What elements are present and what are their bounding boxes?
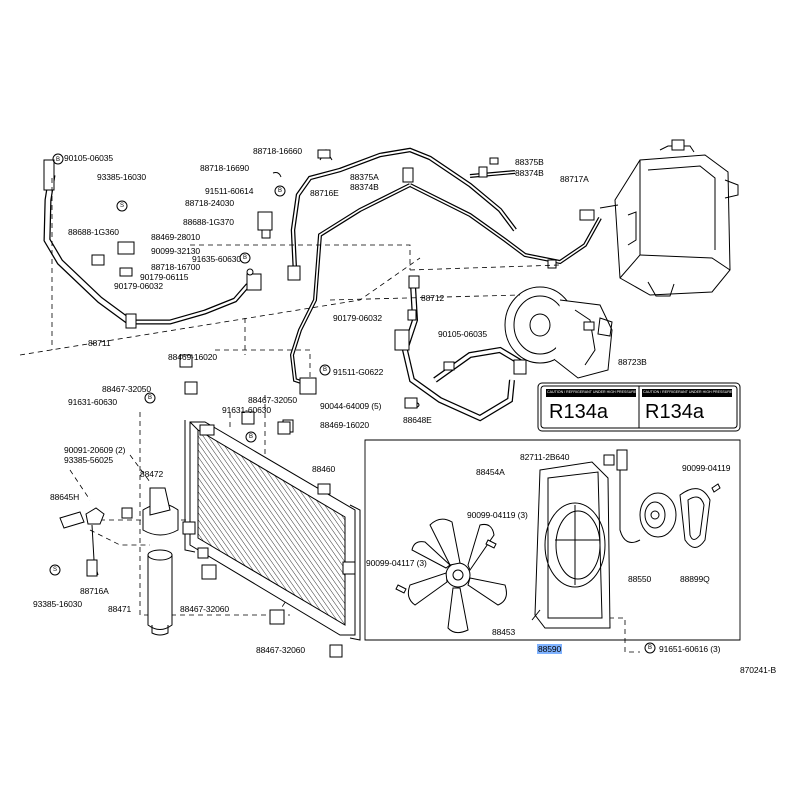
part-label: 91511-60614: [205, 186, 254, 196]
part-label: 88467-32050: [102, 384, 152, 394]
part-label: 88550: [628, 574, 652, 584]
part-label: 88648E: [403, 415, 432, 425]
condenser: [182, 420, 361, 641]
part-label: 88467-32060: [256, 645, 306, 655]
part-label: 90179-06032: [114, 281, 164, 291]
part-label: 90105-06035: [64, 153, 114, 163]
part-label: 88472: [140, 469, 164, 479]
part-label: 88374B: [350, 182, 379, 192]
part-label: 90091-20609 (2): [64, 445, 126, 455]
decal-fine-print: CAUTION / REFRIGERANT UNDER HIGH PRESSUR…: [547, 390, 637, 394]
part-label: 88688-1G370: [183, 217, 234, 227]
part-label: 88467-32060: [180, 604, 230, 614]
part-label: 88711: [88, 338, 111, 348]
pipe-liquid: [282, 183, 411, 433]
bolt-marker: B: [148, 395, 153, 401]
part-label: 88717A: [560, 174, 589, 184]
part-label: 88716E: [310, 188, 339, 198]
part-label: 88718-16690: [200, 163, 250, 173]
hose-88711-fittings: [91, 172, 282, 277]
fan-screws: [395, 483, 721, 594]
part-label: 91651-60616 (3): [659, 644, 721, 654]
part-label: 88467-32050: [248, 395, 298, 405]
part-label: 82711-2B640: [520, 452, 570, 462]
fan-motor: [616, 449, 677, 543]
part-label: 88718-24030: [185, 198, 235, 208]
part-label: 90099-04119: [682, 463, 731, 473]
part-label: 90179-06032: [333, 313, 383, 323]
part-label: 88645H: [50, 492, 80, 502]
part-label: 90179-06115: [140, 272, 189, 282]
part-label: 90099-32130: [151, 246, 201, 256]
fan-guard: [679, 488, 711, 548]
part-label: 88723B: [618, 357, 647, 367]
part-label: 91635-60630: [192, 254, 242, 264]
bolt-marker: B: [648, 645, 653, 651]
part-label-selected[interactable]: 88590: [537, 644, 563, 654]
bolt-marker: B: [278, 188, 283, 194]
part-label: 90099-04119 (3): [467, 510, 528, 520]
part-label: 88716A: [80, 586, 109, 596]
evaporator-unit: [599, 139, 739, 297]
decal-88723b: [537, 382, 741, 432]
part-label: 91631-60630: [68, 397, 118, 407]
fan-assembly-frame: [364, 439, 741, 641]
small-parts-left: [59, 354, 455, 658]
part-label: 88469-28010: [151, 232, 201, 242]
part-label: 88469-16020: [168, 352, 218, 362]
part-label: 88688-1G360: [68, 227, 119, 237]
part-label: 88374B: [515, 168, 544, 178]
part-label: 90105-06035: [438, 329, 488, 339]
part-label: 88712: [421, 293, 445, 303]
part-label: 88899Q: [680, 574, 710, 584]
fan-blade: [407, 518, 507, 634]
part-label: 91631-60630: [222, 405, 272, 415]
part-label: 88718-16700: [151, 262, 201, 272]
fan-shroud: [531, 454, 615, 629]
hose-88711: [43, 159, 262, 329]
part-label: 88718-16660: [253, 146, 303, 156]
part-label: 88453: [492, 627, 516, 637]
diagram-id: 870241-B: [740, 665, 777, 675]
part-label: 88454A: [476, 467, 505, 477]
part-label: 93385-16030: [33, 599, 83, 609]
dashed-leaders: [19, 178, 640, 653]
part-label: 90044-64009 (5): [320, 401, 382, 411]
part-label: 88471: [108, 604, 132, 614]
screw-marker: S: [53, 567, 58, 573]
bolt-marker: B: [249, 434, 254, 440]
part-label: 90099-04117 (3): [366, 558, 427, 568]
tube-88717a: [409, 157, 602, 269]
part-label: 88375A: [350, 172, 379, 182]
part-label: 91511-G0622: [333, 367, 384, 377]
tube-88716e: [287, 147, 517, 281]
part-label: 88460: [312, 464, 336, 474]
receiver-drier: [142, 487, 179, 636]
bolt-marker: B: [243, 255, 248, 261]
part-label: 88469-16020: [320, 420, 370, 430]
bolt-marker: B: [323, 367, 328, 373]
bolt-marker: B: [56, 157, 61, 163]
marker-circles: [49, 153, 656, 654]
decal-text-right: R134a: [645, 401, 704, 423]
part-label: 93385-16030: [97, 172, 147, 182]
part-label: 88375B: [515, 157, 544, 167]
decal-fine-print: CAUTION / REFRIGERANT UNDER HIGH PRESSUR…: [643, 390, 733, 394]
compressor: [504, 286, 613, 379]
decal-text-left: R134a: [549, 401, 608, 423]
screw-marker: S: [120, 203, 125, 209]
hose-88712: [394, 275, 527, 422]
part-label: 93385-56025: [64, 455, 114, 465]
